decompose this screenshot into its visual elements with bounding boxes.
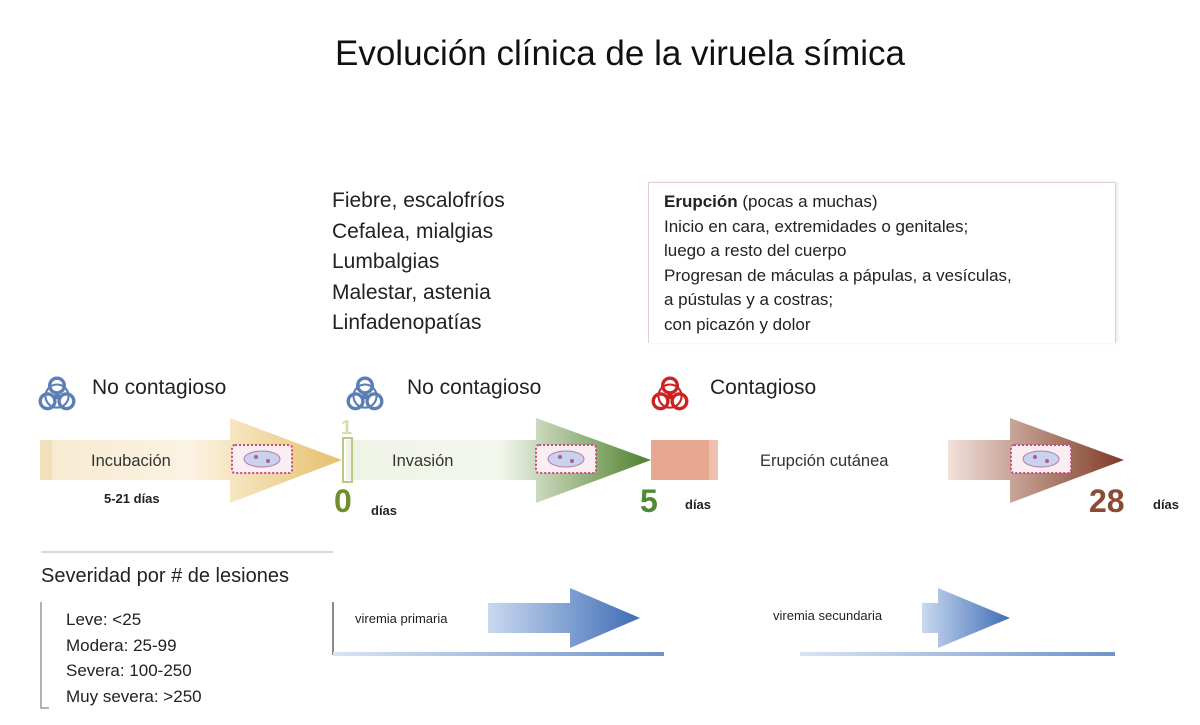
viremia-secondary-label: viremia secundaria [773, 608, 883, 623]
eruption-line: a pústulas y a costras; [664, 290, 834, 310]
symptom-item: Fiebre, escalofríos [332, 189, 505, 212]
symptom-list: Fiebre, escalofríos Cefalea, mialgias Lu… [332, 186, 505, 339]
biohazard-icon [346, 376, 384, 411]
eruption-box [648, 182, 1116, 343]
viremia-baseline [800, 652, 1115, 656]
eruption-line: Inicio en cara, extremidades o genitales… [664, 216, 969, 236]
severity-item: Muy severa: >250 [66, 686, 202, 706]
symptom-item: Lumbalgias [332, 250, 440, 273]
virus-box [535, 444, 597, 474]
biohazard-icon [651, 376, 689, 411]
incubation-duration: 5-21 días [104, 491, 160, 506]
severity-item: Leve: <25 [66, 610, 142, 629]
viremia-secondary-arrow [922, 588, 1010, 648]
eruption-heading: Erupción (pocas a muchas) [664, 190, 1012, 215]
day-marker-number: 28 [1089, 483, 1125, 519]
eruption-description: Erupción (pocas a muchas) Inicio en cara… [664, 190, 1012, 338]
eruption-line: Progresan de máculas a pápulas, a vesícu… [664, 265, 1012, 285]
severity-bracket [40, 602, 49, 709]
day-marker-unit: días [371, 503, 398, 518]
eruption-line: luego a resto del cuerpo [664, 241, 847, 261]
eruption-heading-rest: (pocas a muchas) [737, 192, 878, 211]
viremia-primary-label: viremia primaria [355, 611, 448, 626]
contagion-label: Contagioso [710, 376, 817, 399]
severity-item: Severa: 100-250 [66, 661, 192, 680]
phase-label-eruption: Erupción cutánea [760, 452, 889, 470]
biohazard-icon [38, 376, 76, 411]
eruption-line: con picazón y dolor [664, 314, 811, 334]
virus-box [231, 444, 293, 474]
contagion-label: No contagioso [407, 376, 542, 399]
symptom-item: Cefalea, mialgias [332, 219, 494, 243]
page-title: Evolución clínica de la viruela símica [335, 34, 905, 73]
day-marker-number: 5 [640, 483, 658, 519]
symptom-item: Linfadenopatías [332, 311, 482, 334]
incubation-arrow [40, 418, 342, 503]
contagion-label: No contagioso [92, 376, 227, 399]
eruption-heading-bold: Erupción [664, 192, 738, 211]
day-marker-unit: días [685, 497, 712, 512]
severity-title: Severidad por # de lesiones [41, 565, 289, 587]
invasion-arrow [346, 418, 651, 503]
symptom-item: Malestar, astenia [332, 280, 491, 304]
day-marker-unit: días [1153, 497, 1180, 512]
virus-box [1010, 444, 1072, 474]
day-marker-number: 0 [334, 483, 352, 519]
phase-label-incubation: Incubación [91, 452, 171, 470]
severity-item: Modera: 25-99 [66, 635, 177, 655]
viremia-primary-arrow [488, 588, 640, 648]
phase-label-invasion: Invasión [392, 452, 454, 470]
timeline-marker-top: 1 [341, 417, 353, 439]
severity-list: Leve: <25 Modera: 25-99 Severa: 100-250 … [66, 607, 202, 709]
viremia-baseline [333, 652, 664, 656]
